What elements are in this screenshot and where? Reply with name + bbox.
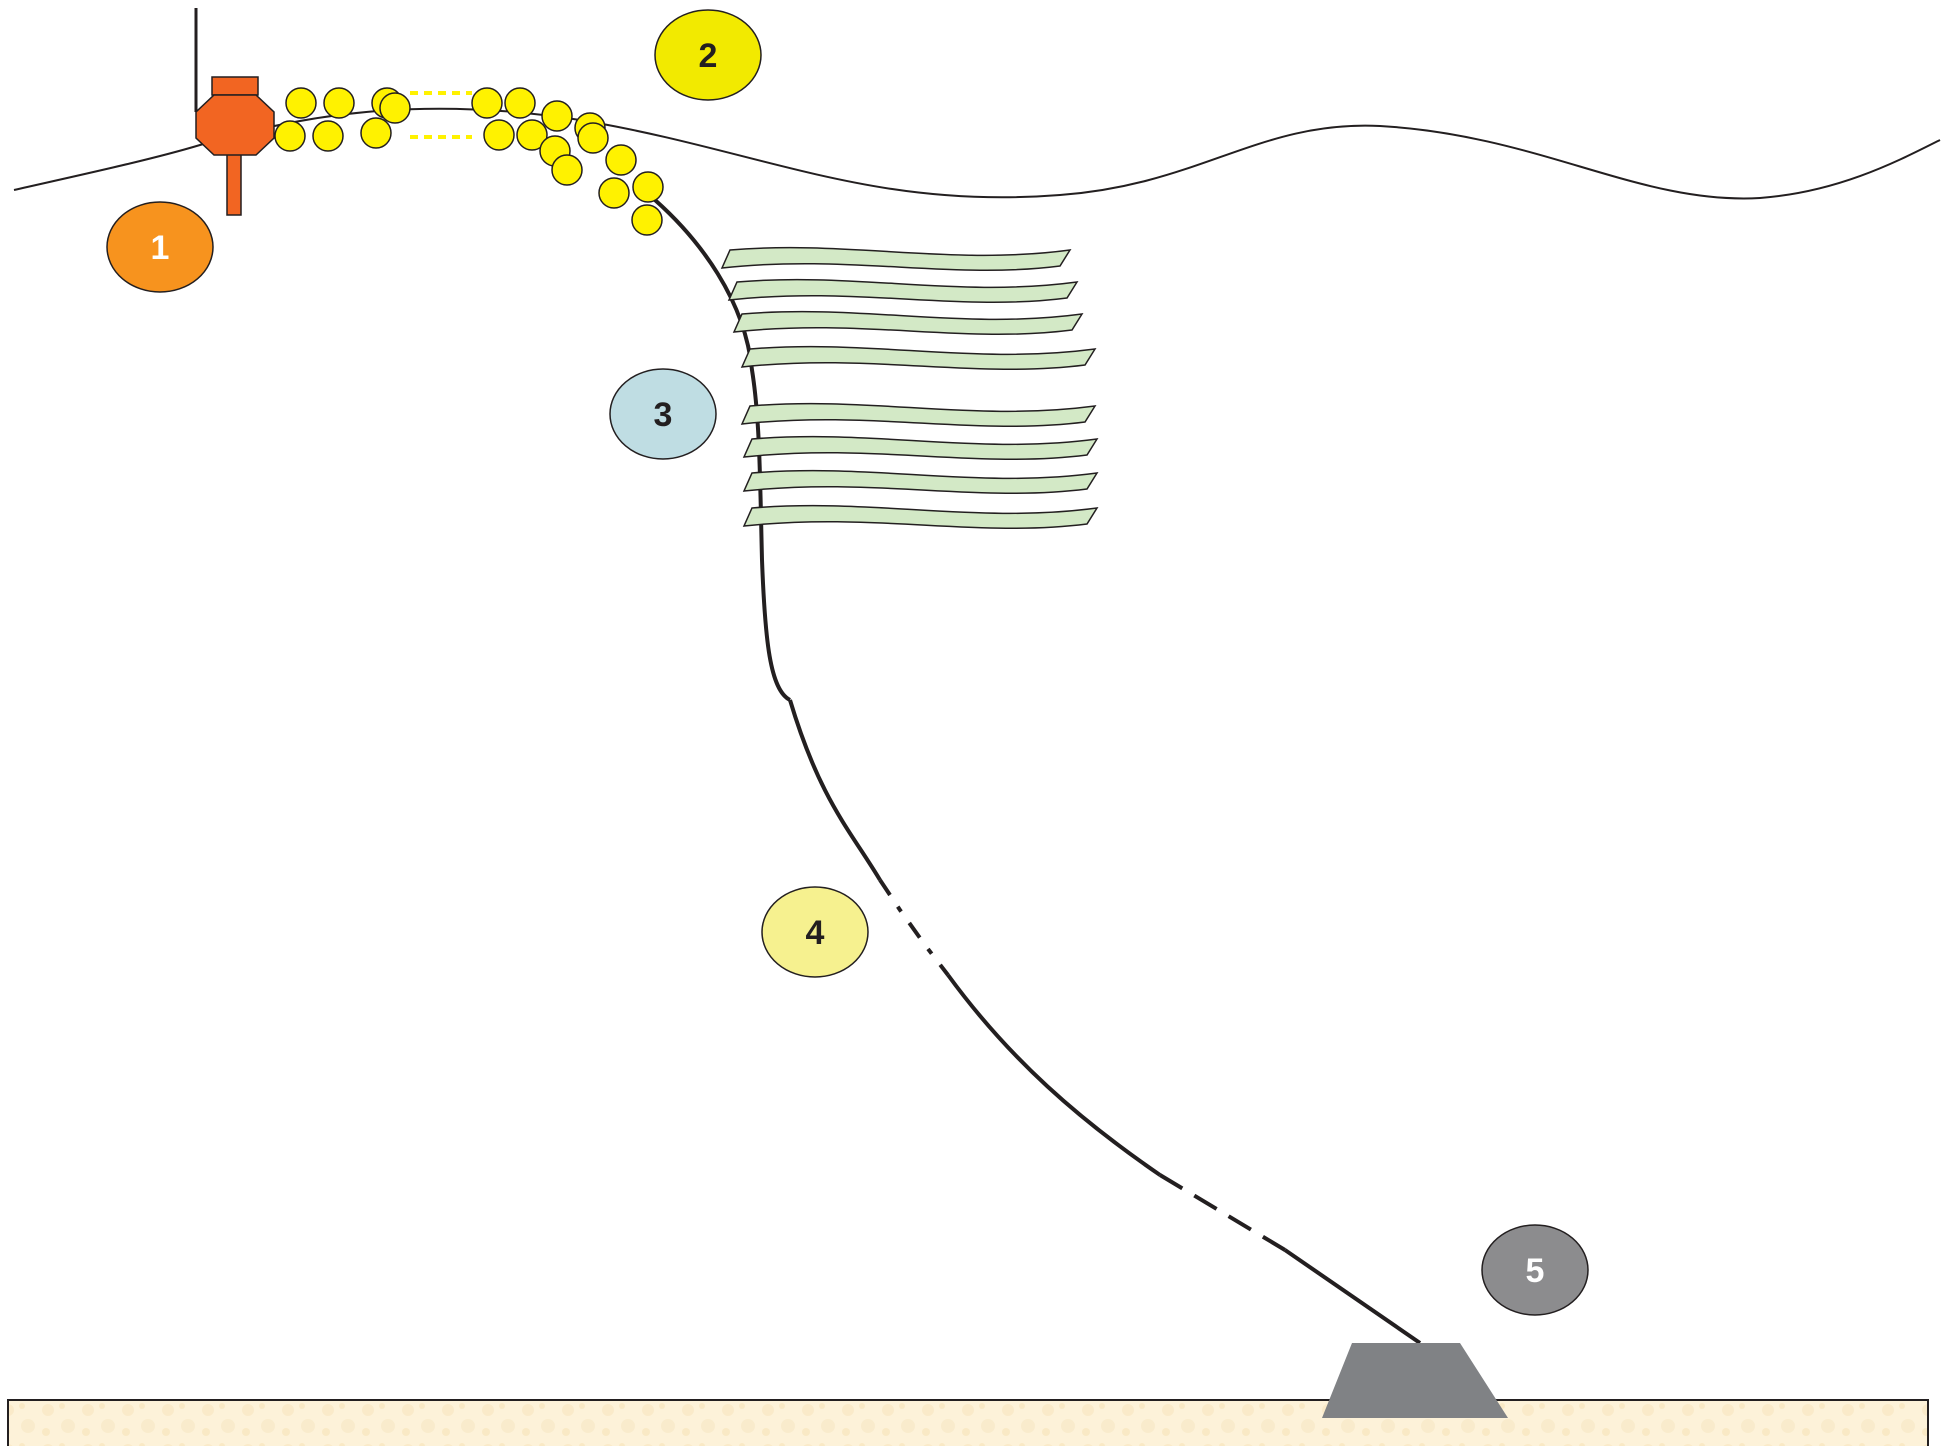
float-9 bbox=[504, 87, 536, 119]
seabed bbox=[7, 1399, 1929, 1451]
float-19 bbox=[632, 171, 664, 203]
buoy-top-cap bbox=[211, 76, 259, 96]
anchor-block bbox=[1322, 1343, 1508, 1418]
float-1 bbox=[285, 87, 317, 119]
attractor-panel-1 bbox=[720, 246, 1072, 272]
float-6 bbox=[360, 117, 392, 149]
float-10 bbox=[483, 119, 515, 151]
float-11 bbox=[516, 119, 548, 151]
buoy-stem bbox=[226, 152, 242, 216]
attractor-panel-4 bbox=[740, 345, 1097, 371]
float-chain bbox=[274, 87, 664, 236]
callout-3-bubble bbox=[609, 368, 717, 460]
callout-4-bubble bbox=[761, 886, 869, 978]
mooring-line-bottom bbox=[1283, 1248, 1422, 1345]
mooring-line-middle bbox=[788, 699, 882, 882]
callout-1-bubble bbox=[106, 201, 214, 293]
float-18 bbox=[598, 177, 630, 209]
callout-3: 3 bbox=[609, 368, 717, 460]
attractor-panel-6 bbox=[742, 435, 1099, 461]
buoy-body bbox=[195, 94, 275, 156]
callout-3-text: 3 bbox=[654, 396, 673, 434]
surface-buoy bbox=[194, 8, 275, 216]
callout-4: 4 bbox=[761, 886, 869, 978]
callout-1: 1 bbox=[106, 201, 214, 293]
float-20 bbox=[631, 204, 663, 236]
mooring-line-break-1 bbox=[878, 878, 950, 977]
attractor-panel-2 bbox=[727, 278, 1079, 304]
attractor-panels bbox=[720, 246, 1099, 530]
attractor-panel-3 bbox=[732, 310, 1084, 336]
float-7 bbox=[379, 92, 411, 124]
callout-2-text: 2 bbox=[699, 37, 718, 75]
attractor-panel-8 bbox=[742, 504, 1099, 530]
float-4 bbox=[312, 120, 344, 152]
attractor-panel-5 bbox=[740, 402, 1097, 428]
float-17 bbox=[605, 144, 637, 176]
callout-5-text: 5 bbox=[1526, 1252, 1545, 1290]
callout-1-text: 1 bbox=[151, 229, 170, 267]
callout-2: 2 bbox=[654, 9, 762, 101]
mooring-line-break-2 bbox=[1158, 1173, 1287, 1252]
callout-5-bubble bbox=[1481, 1224, 1589, 1316]
mooring-line-lower bbox=[946, 973, 1162, 1177]
sea-surface-line bbox=[13, 107, 1941, 200]
float-3 bbox=[323, 87, 355, 119]
callout-5: 5 bbox=[1481, 1224, 1589, 1316]
float-15 bbox=[551, 154, 583, 186]
float-12 bbox=[541, 100, 573, 132]
callout-4-text: 4 bbox=[806, 914, 825, 952]
attractor-panel-7 bbox=[742, 469, 1099, 495]
float-8 bbox=[471, 87, 503, 119]
float-16 bbox=[577, 122, 609, 154]
float-2 bbox=[274, 120, 306, 152]
callout-2-bubble bbox=[654, 9, 762, 101]
